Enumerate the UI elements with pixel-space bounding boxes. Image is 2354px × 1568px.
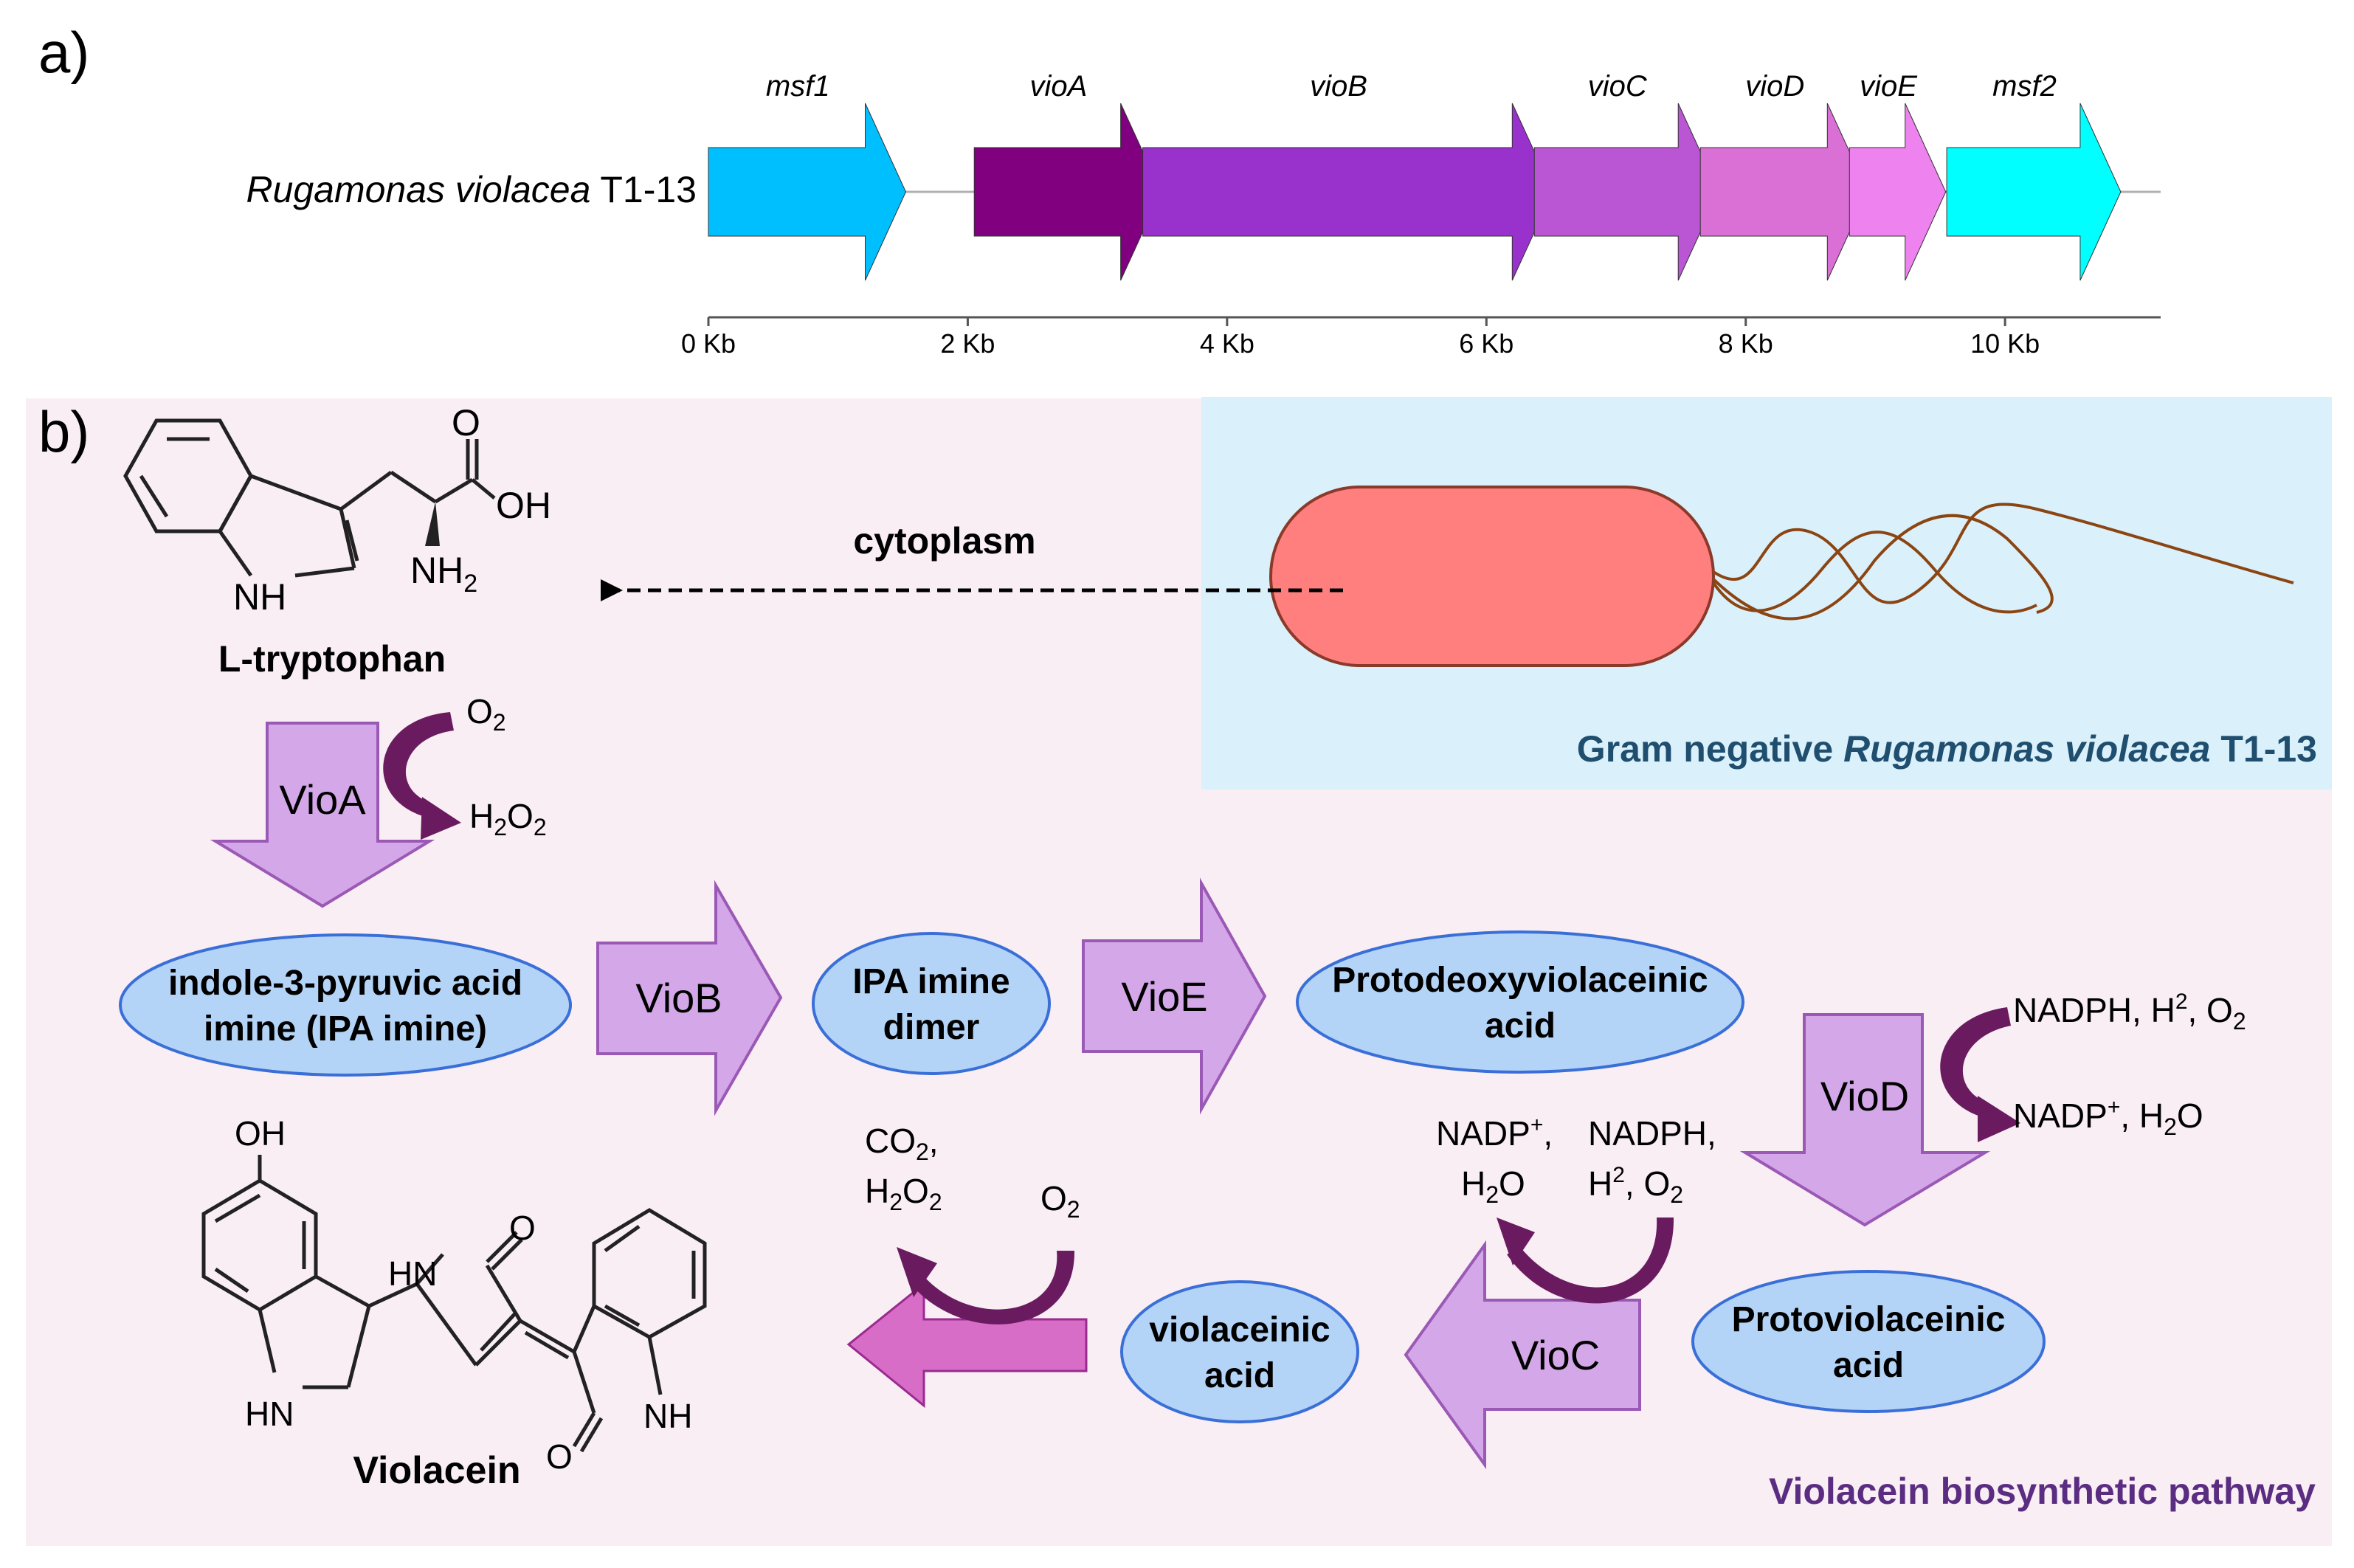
vioa-h2o2: H2O2	[469, 797, 547, 840]
gene-label-viod: vioD	[1745, 70, 1804, 103]
ipa-dimer-line-2: dimer	[883, 1008, 980, 1047]
viob-label: VioB	[635, 975, 722, 1021]
panel-b-label: b)	[38, 399, 89, 464]
node-protodeoxy: Protodeoxyviolaceinic acid	[1296, 930, 1744, 1074]
tick-label: 4 Kb	[1200, 328, 1254, 359]
pathway-caption: Violacein biosynthetic pathway	[1769, 1471, 2316, 1512]
tick-label: 10 Kb	[1970, 328, 2040, 359]
panel-a-label: a)	[38, 20, 89, 85]
gene-arrow-msf2	[1946, 103, 2122, 281]
trp-o: O	[452, 402, 480, 443]
cell-caption: Gram negative Rugamonas violacea T1-13	[1577, 728, 2317, 770]
viob-arrow: VioB	[596, 880, 783, 1116]
cell-body	[1269, 486, 1715, 667]
viol-o-bottom: O	[546, 1437, 573, 1476]
node-ipa-dimer: IPA imine dimer	[812, 932, 1051, 1075]
scale-ticks: 0 Kb 2 Kb 4 Kb 6 Kb 8 Kb 10 Kb	[681, 317, 2040, 359]
tick-label: 6 Kb	[1459, 328, 1513, 359]
violacein-structure	[201, 1155, 707, 1453]
viol-hn-indole: HN	[245, 1395, 294, 1433]
panel-a: a) Rugamonas violacea T1-13 msf1 vioA vioB…	[38, 20, 2161, 359]
tick-label: 2 Kb	[940, 328, 995, 359]
tick-label: 0 Kb	[681, 328, 736, 359]
tryptophan-structure	[123, 418, 496, 578]
viol-o-top: O	[509, 1209, 536, 1247]
vioc-label: VioC	[1511, 1332, 1600, 1378]
final-in: O2	[1040, 1179, 1080, 1223]
vioc-in-2: H2, O2	[1588, 1163, 1683, 1208]
viol-hn-lactam: HN	[388, 1254, 437, 1293]
protodeoxy-line-1: Protodeoxyviolaceinic	[1332, 961, 1708, 1000]
vioe-arrow: VioE	[1082, 877, 1267, 1115]
ipa-dimer-line-1: IPA imine	[852, 962, 1009, 1001]
vioa-o2: O2	[466, 692, 506, 736]
curved-arrows	[383, 712, 2020, 1324]
viod-in: NADPH, H2, O2	[2013, 990, 2246, 1035]
gene-label-vioa: vioA	[1030, 70, 1088, 103]
flagella	[1712, 502, 2294, 621]
cytoplasm-label: cytoplasm	[853, 520, 1035, 562]
gene-label-msf2: msf2	[1992, 70, 2057, 103]
vioc-in-1: NADPH,	[1588, 1114, 1716, 1153]
gene-labels: msf1 vioA vioB vioC vioD vioE msf2	[766, 70, 2057, 103]
gene-arrow-vioa	[973, 103, 1162, 281]
node-protoviol: Protoviolaceinic acid	[1691, 1270, 2046, 1413]
node-violaceinic: violaceinic acid	[1120, 1280, 1359, 1423]
gene-label-viob: vioB	[1310, 70, 1367, 103]
viod-curved-arrow	[1940, 1007, 2020, 1142]
protodeoxy-line-2: acid	[1485, 1006, 1556, 1046]
vioc-out-2: H2O	[1461, 1164, 1525, 1208]
cofactors: O2 H2O2 NADPH, H2, O2 NADP+, H2O NADP+, …	[466, 692, 2246, 1223]
ipa-imine-line-1: indole-3-pyruvic acid	[168, 964, 522, 1003]
vioc-arrow: VioC	[1404, 1240, 1641, 1470]
vioa-label: VioA	[279, 776, 366, 823]
vioa-curved-arrow	[383, 712, 461, 840]
gene-arrow-msf1	[708, 103, 907, 281]
tryptophan-label: L-tryptophan	[218, 638, 446, 680]
vioa-arrow: VioA	[210, 722, 435, 908]
protoviol-line-2: acid	[1833, 1346, 1904, 1385]
violaceinic-line-1: violaceinic	[1149, 1310, 1330, 1350]
gene-arrow-vioe	[1849, 103, 1947, 281]
tryptophan-wedge	[425, 502, 440, 546]
gene-label-vioc: vioC	[1588, 70, 1648, 103]
viod-arrow: VioD	[1739, 1013, 1991, 1227]
viol-nh: NH	[643, 1397, 692, 1435]
gene-label-vioe: vioE	[1860, 70, 1918, 103]
vioc-out-1: NADP+,	[1436, 1113, 1553, 1153]
tryptophan-atoms: O OH NH2 NH	[233, 402, 551, 618]
node-ipa-imine: indole-3-pyruvic acid imine (IPA imine)	[119, 933, 572, 1077]
vioc-curved-arrow	[1497, 1218, 1674, 1304]
final-out-1: CO2,	[865, 1122, 939, 1165]
gene-arrow-vioc	[1533, 103, 1719, 281]
organism-label: Rugamonas violacea T1-13	[246, 169, 697, 210]
violacein-label: Violacein	[353, 1449, 520, 1492]
bacterium	[1269, 486, 2294, 667]
final-arrow	[846, 1281, 1088, 1409]
viod-label: VioD	[1820, 1073, 1909, 1119]
final-curved-arrow	[897, 1247, 1075, 1324]
vioe-label: VioE	[1121, 973, 1207, 1020]
viod-out: NADP+, H2O	[2013, 1095, 2203, 1140]
trp-nh: NH	[233, 576, 286, 618]
protoviol-line-1: Protoviolaceinic	[1732, 1300, 2006, 1339]
gene-label-msf1: msf1	[766, 70, 830, 103]
gene-arrow-viob	[1142, 103, 1553, 281]
viol-oh: OH	[235, 1114, 286, 1153]
tick-label: 8 Kb	[1719, 328, 1773, 359]
final-out-2: H2O2	[865, 1172, 942, 1215]
violacein-atoms: OH HN HN O NH O	[235, 1114, 692, 1476]
gene-arrow-viod	[1699, 103, 1868, 281]
violaceinic-line-2: acid	[1204, 1356, 1275, 1395]
gene-arrows	[708, 103, 2122, 281]
trp-oh: OH	[496, 485, 551, 526]
trp-nh2: NH2	[410, 550, 477, 598]
ipa-imine-line-2: imine (IPA imine)	[204, 1009, 487, 1049]
